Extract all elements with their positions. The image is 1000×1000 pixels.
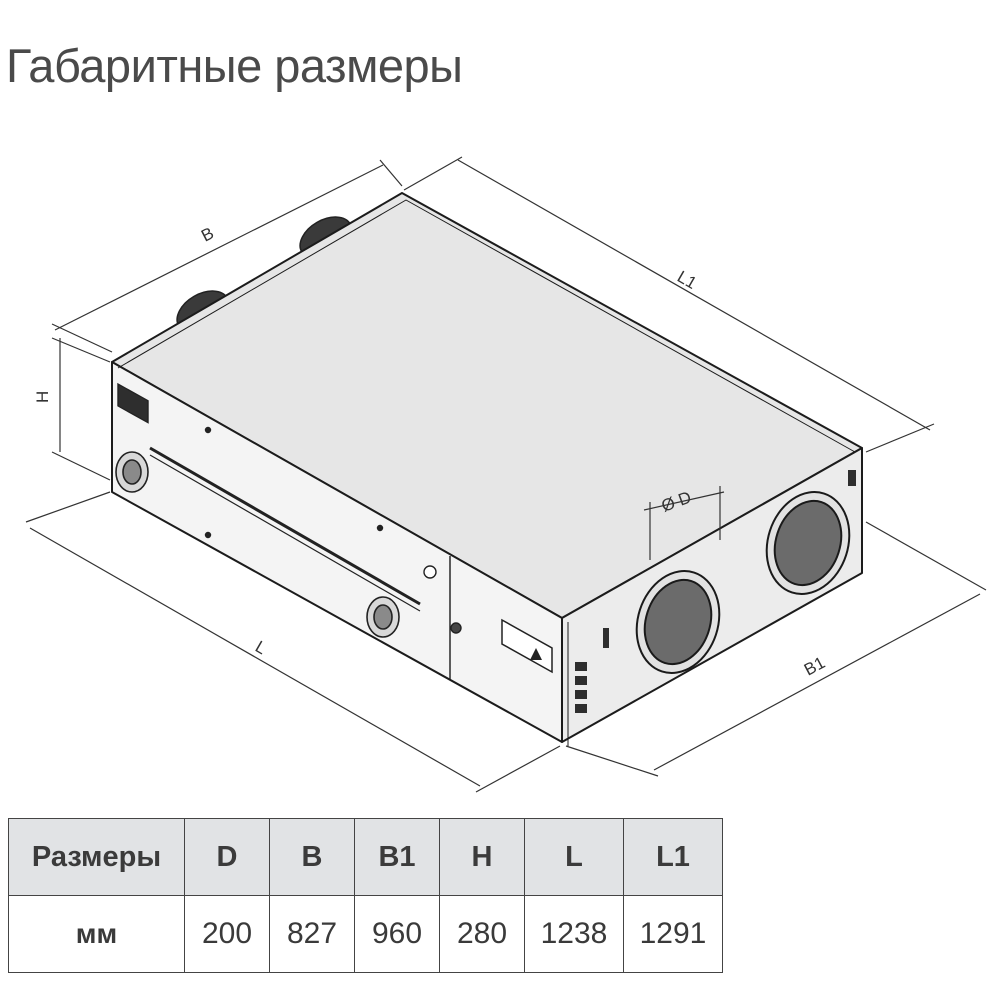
table-header-cell: B — [269, 818, 355, 896]
end-duct-collars — [635, 491, 851, 674]
unit-dimension-drawing: B L1 H Ø D L B1 — [25, 156, 987, 793]
table-header-cell: L1 — [623, 818, 723, 896]
table-header-row: Размеры D B B1 H L L1 — [8, 818, 723, 896]
table-cell: 1291 — [623, 895, 723, 973]
table-cell-unit: мм — [8, 895, 185, 973]
table-header-cell: H — [439, 818, 525, 896]
dim-label-l1: L1 — [674, 267, 700, 293]
dim-label-b: B — [198, 223, 217, 245]
table-header-cell: D — [184, 818, 270, 896]
table-cell: 1238 — [524, 895, 624, 973]
dim-label-h: H — [33, 391, 52, 403]
front-spigots — [115, 451, 400, 638]
table-cell: 200 — [184, 895, 270, 973]
housing — [111, 192, 863, 746]
table-row: мм 200 827 960 280 1238 1291 — [8, 895, 723, 973]
dim-label-l: L — [252, 637, 270, 658]
table-header-cell: B1 — [354, 818, 440, 896]
dimensions-table: Размеры D B B1 H L L1 мм 200 827 960 280… — [8, 818, 723, 973]
warning-label — [501, 618, 553, 674]
table-cell: 280 — [439, 895, 525, 973]
dim-label-b1: B1 — [801, 653, 828, 680]
terminal-block — [575, 470, 856, 713]
table-cell: 827 — [269, 895, 355, 973]
table-header-cell: L — [524, 818, 624, 896]
front-panel-details — [117, 382, 462, 634]
page-title: Габаритные размеры — [6, 39, 463, 92]
dimension-lines — [25, 156, 987, 793]
table-header-cell: Размеры — [8, 818, 185, 896]
table-cell: 960 — [354, 895, 440, 973]
